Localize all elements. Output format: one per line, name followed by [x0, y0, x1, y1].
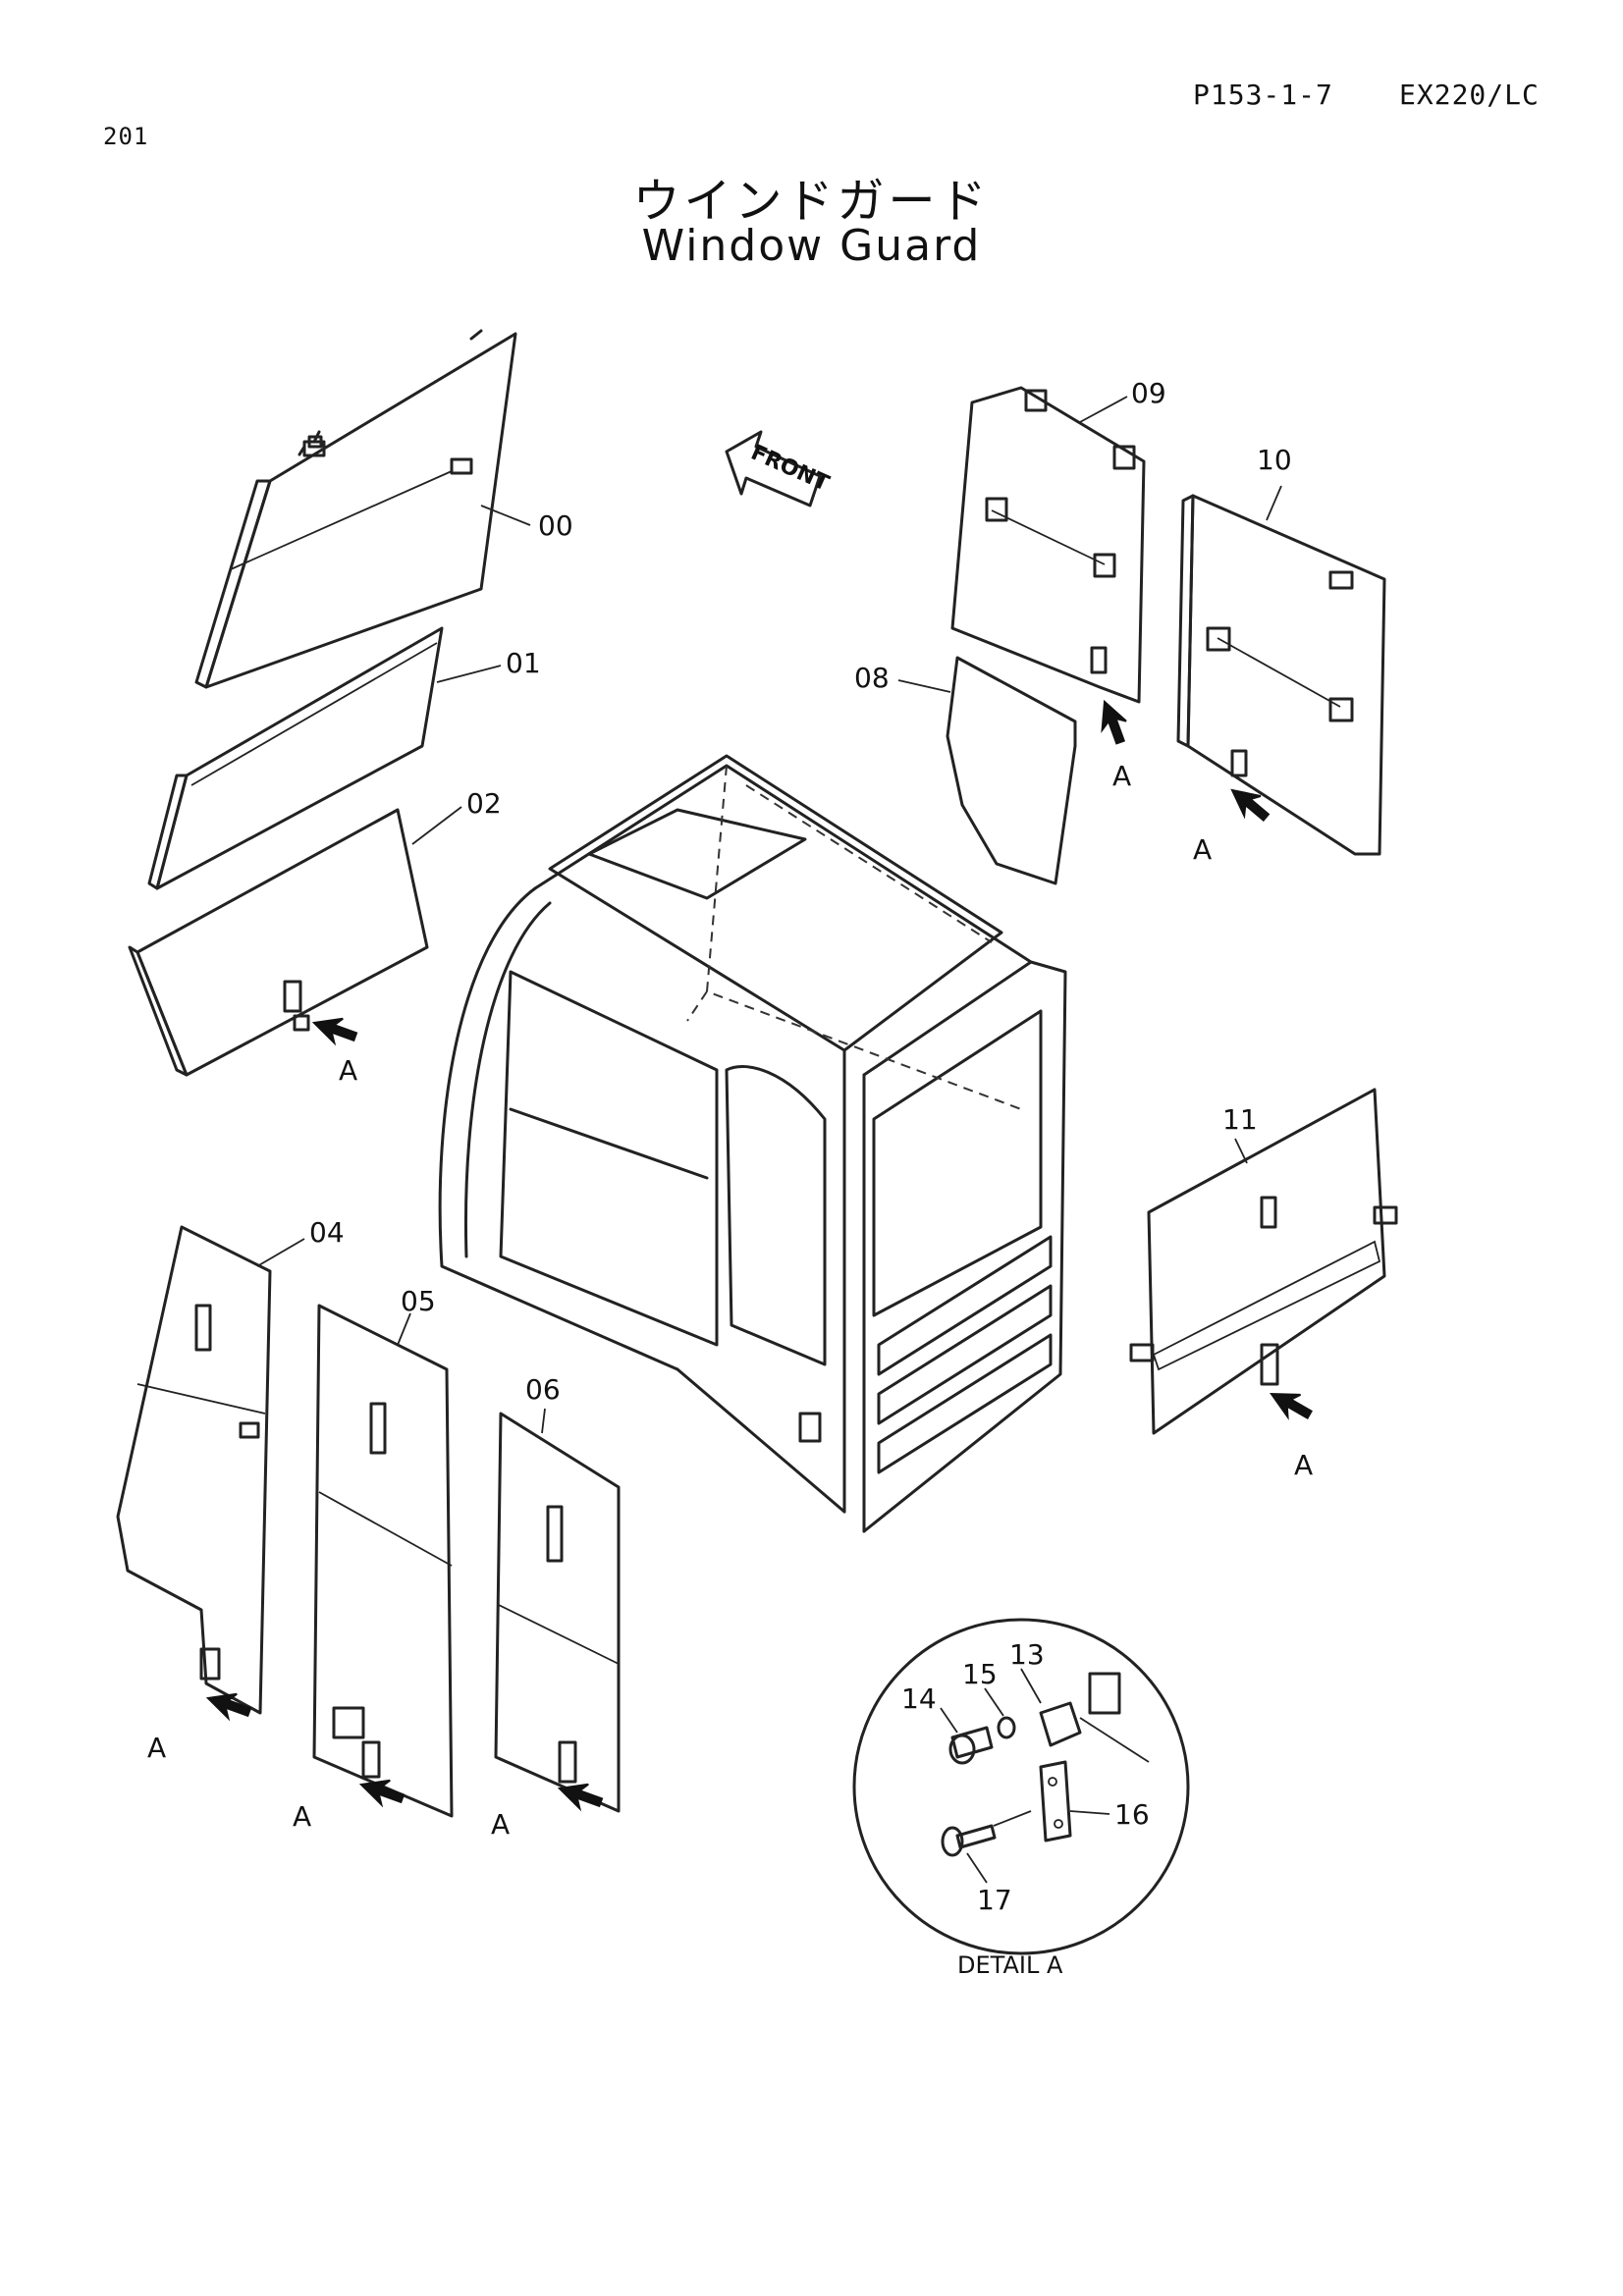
part-08-leader [897, 679, 951, 693]
label-13: 13 [1009, 1638, 1045, 1671]
front-label: FRONT [747, 441, 833, 497]
label-01: 01 [506, 647, 541, 679]
label-15: 15 [962, 1658, 998, 1690]
label-00: 00 [538, 509, 573, 542]
marker-a-04: A [147, 1732, 166, 1764]
part-08-window-guard [946, 656, 1077, 885]
part-00-window-guard [194, 329, 517, 689]
part-05-leader [397, 1312, 411, 1346]
part-09-leader [1079, 396, 1128, 423]
part-06-leader [541, 1408, 546, 1434]
part-02-window-guard [128, 808, 429, 1077]
part-04-leader [256, 1238, 305, 1267]
front-direction-arrow [725, 430, 822, 507]
label-06: 06 [525, 1373, 561, 1406]
marker-a-06: A [491, 1808, 510, 1841]
part-14-leader [940, 1707, 958, 1734]
part-01-leader [436, 665, 502, 683]
part-04-side-guard [116, 1225, 272, 1715]
marker-a-11: A [1294, 1449, 1313, 1481]
label-08: 08 [854, 662, 890, 694]
label-04: 04 [309, 1216, 345, 1249]
label-17: 17 [977, 1884, 1012, 1916]
label-05: 05 [401, 1285, 436, 1317]
label-11: 11 [1222, 1103, 1258, 1136]
cab-body [438, 754, 1067, 1533]
part-11-leader [1234, 1138, 1248, 1164]
part-01-window-guard [147, 626, 444, 890]
marker-a-02: A [339, 1054, 357, 1087]
marker-a-10: A [1193, 833, 1212, 866]
label-02: 02 [466, 787, 502, 820]
marker-a-05: A [293, 1800, 311, 1833]
label-16: 16 [1114, 1798, 1150, 1831]
part-02-leader [411, 806, 462, 845]
detail-arrow-09 [1092, 696, 1134, 748]
label-10: 10 [1257, 444, 1292, 476]
part-13-leader [1020, 1668, 1042, 1704]
detail-a-view [852, 1618, 1190, 1955]
part-17-leader [966, 1852, 988, 1884]
label-14: 14 [901, 1682, 937, 1715]
marker-a-09: A [1112, 760, 1131, 792]
label-09: 09 [1131, 377, 1166, 409]
part-05-side-guard [312, 1304, 454, 1818]
part-16-leader [1069, 1810, 1110, 1815]
part-11-window-guard [1129, 1088, 1398, 1435]
detail-caption: DETAIL A [957, 1951, 1063, 1979]
detail-arrow-11 [1265, 1380, 1318, 1427]
part-06-side-guard [494, 1412, 621, 1813]
part-10-window-guard [1176, 494, 1386, 856]
part-15-leader [984, 1687, 1004, 1717]
detail-arrow-02 [308, 1008, 361, 1050]
title-japanese: ウインドガード [632, 174, 991, 229]
reference-code: P153-1-7 [1193, 79, 1333, 111]
page-number: 201 [103, 123, 149, 150]
part-00-leader [480, 505, 531, 526]
title-english: Window Guard [641, 221, 982, 271]
part-10-leader [1266, 485, 1282, 521]
model-code: EX220/LC [1399, 79, 1540, 111]
part-09-window-guard [950, 386, 1146, 704]
